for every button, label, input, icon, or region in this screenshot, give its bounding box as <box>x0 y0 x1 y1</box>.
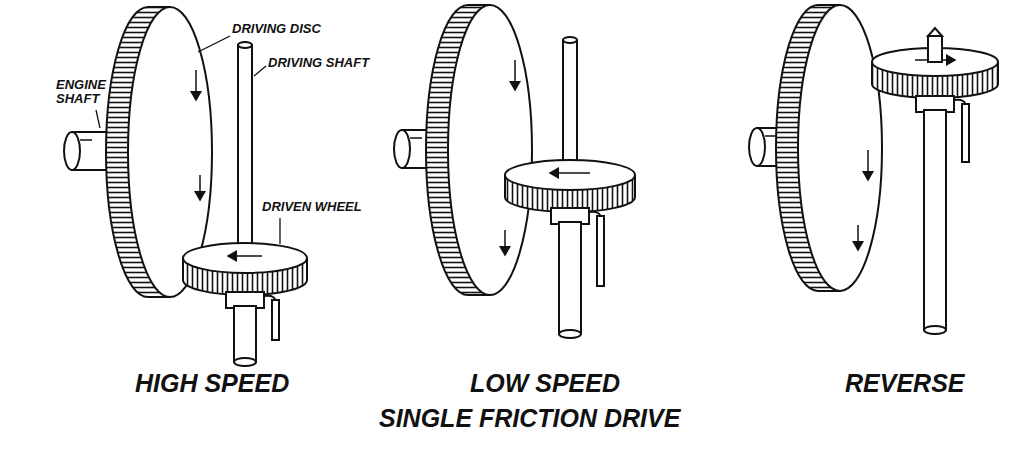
part-label: DRIVEN WHEEL <box>262 200 362 214</box>
part-label: ENGINE SHAFT <box>56 78 136 107</box>
view-title: REVERSE <box>845 370 964 398</box>
figure-caption: SINGLE FRICTION DRIVE <box>379 405 680 433</box>
part-label: DRIVING SHAFT <box>268 56 369 70</box>
part-label: DRIVING DISC <box>232 22 321 36</box>
view-title: HIGH SPEED <box>135 370 289 398</box>
view-title: LOW SPEED <box>470 370 620 398</box>
